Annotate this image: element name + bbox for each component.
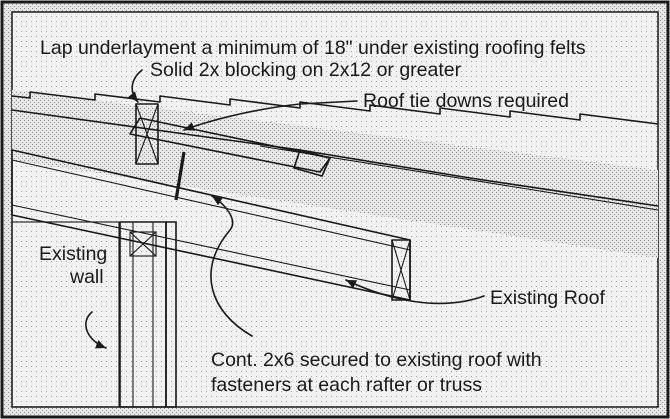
existing-roof-rafter — [11, 149, 411, 301]
label-lap-underlayment: Lap underlayment a minimum of 18" under … — [40, 37, 586, 59]
continuous-2x6 — [129, 117, 331, 177]
tie-down-fastener — [174, 151, 186, 201]
solid-blocking — [135, 103, 159, 165]
existing-wall — [11, 221, 177, 408]
label-cont-2x6-line1: Cont. 2x6 secured to existing roof with — [211, 349, 542, 371]
label-solid-blocking: Solid 2x blocking on 2x12 or greater — [150, 59, 462, 81]
label-tie-downs: Roof tie downs required — [363, 90, 569, 112]
label-existing-wall-line1: Existing — [39, 243, 107, 265]
label-existing-roof: Existing Roof — [490, 287, 605, 309]
label-cont-2x6-line2: fasteners at each rafter or truss — [211, 374, 482, 396]
label-existing-wall-line2: wall — [69, 266, 104, 288]
callout-leaders — [85, 69, 485, 349]
